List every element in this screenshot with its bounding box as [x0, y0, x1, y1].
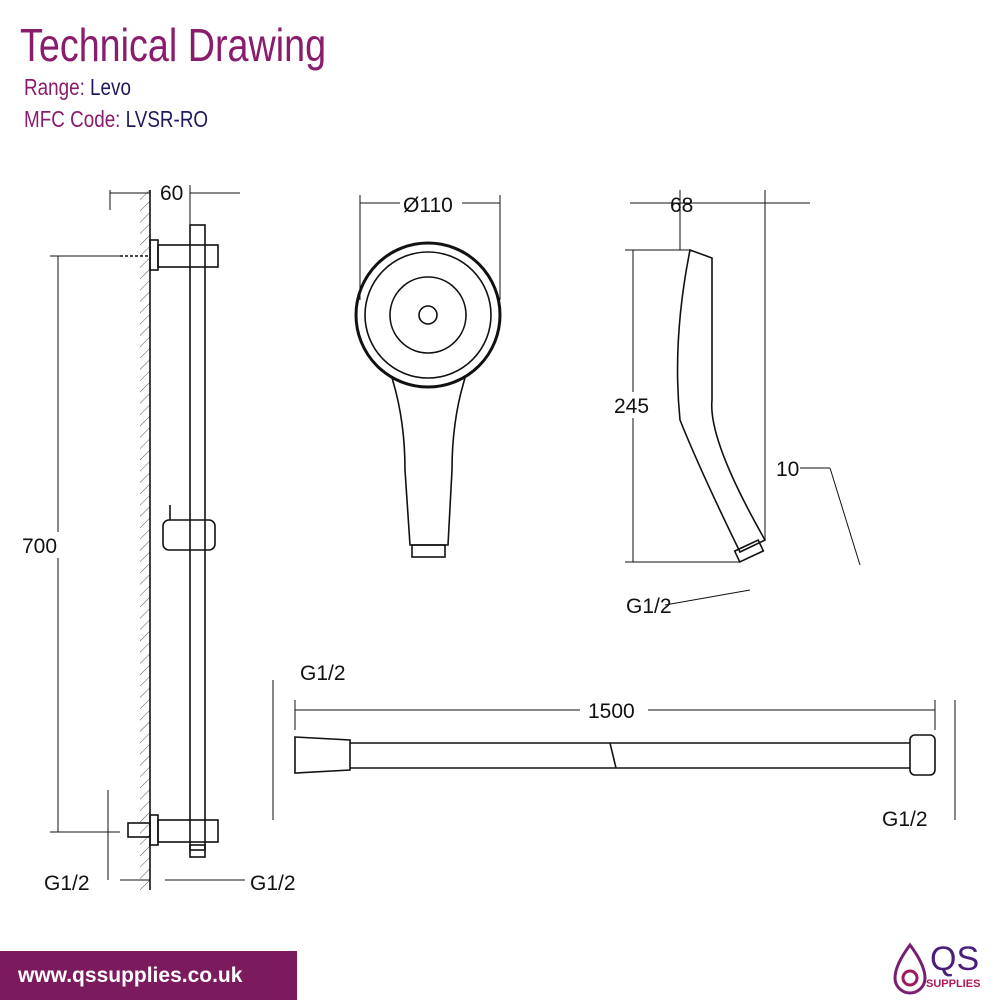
handset-front-view [354, 195, 502, 558]
handset-length-label: 245 [614, 395, 649, 418]
handset-offset-label: 10 [776, 458, 799, 481]
code-line: MFC Code: LVSR-RO [24, 106, 208, 133]
rail-inlet-right-label: G1/2 [250, 872, 296, 895]
code-label: MFC Code: [24, 106, 121, 132]
range-label: Range: [24, 74, 85, 100]
hose-thread-left-label: G1/2 [300, 662, 346, 685]
code-value: LVSR-RO [125, 106, 209, 132]
rail-inlet-left-label: G1/2 [44, 872, 90, 895]
head-diameter-label: Ø110 [403, 194, 453, 217]
rail-width-label: 60 [160, 182, 183, 205]
logo-brand: QS [930, 940, 980, 978]
logo-tagline: SUPPLIES [926, 978, 981, 990]
qs-supplies-logo: QS SUPPLIES [890, 940, 995, 995]
page-title: Technical Drawing [20, 19, 327, 71]
droplet-logo-icon [893, 942, 927, 995]
handset-thread-label: G1/2 [626, 595, 672, 618]
range-line: Range: Levo [24, 74, 131, 101]
hose-thread-right-label: G1/2 [882, 808, 928, 831]
head-depth-label: 68 [670, 194, 693, 217]
handset-side-view [625, 190, 861, 606]
hose-length-label: 1500 [588, 700, 635, 723]
website-link[interactable]: www.qssupplies.co.uk [0, 951, 297, 1000]
rail-height-label: 700 [22, 535, 57, 558]
range-value: Levo [90, 74, 131, 100]
riser-rail-view [50, 185, 245, 890]
